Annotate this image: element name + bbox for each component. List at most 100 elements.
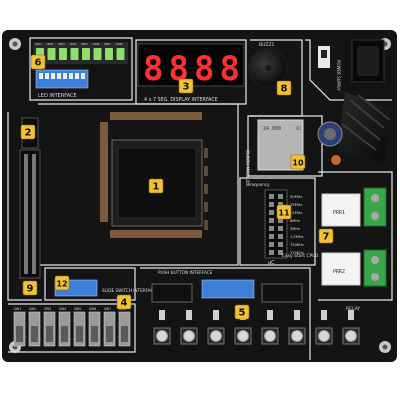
callout-number: 1 [153,182,160,193]
clock-select-header[interactable] [264,189,288,259]
push-button-resistor [294,310,300,320]
callout-badge-1 [148,178,164,194]
relay-1: PRR1 [321,193,361,227]
clock-frequency-label: 50MHz [290,195,302,199]
clock-frequency-label: 25MHz [290,203,302,207]
display-interface-label: 4 x 7 SEG. DISPLAY INTERFACE [144,97,218,103]
callout-number: 3 [183,82,190,93]
led-2 [47,48,56,60]
clock-pin [269,210,274,215]
led-dip-switch[interactable] [35,69,89,89]
slide-switch-label: SW1 [14,307,21,311]
led-interface-label: LED INTERFACE [38,93,77,99]
push-button[interactable] [264,330,276,342]
slide-switch-lever [46,326,53,342]
push-button-resistor [159,310,165,320]
push-button-resistor [267,310,273,320]
slide-switch-label: SW2 [29,307,36,311]
callout-number: 10 [292,159,304,168]
product-label: Easy Start CPLD [282,253,319,259]
led-7 [105,48,113,60]
led-label: LED7 [104,42,111,46]
clock-label-group: 50MHz25MHz12MHz6MHz3MHz1.5MHz750KHz375KH… [290,195,304,255]
frequency-label: Frequency [248,182,270,187]
crystal-label: X1 [296,126,302,131]
slide-switch-lever [61,326,68,342]
led-4 [70,48,79,60]
push-button-group [153,310,360,345]
relay-terminal-2[interactable] [363,249,387,287]
slide-switch-label: SLIDE SWITCH INTERFACE [102,288,156,293]
callout-badge-11 [276,204,292,220]
push-button-resistor [213,310,219,320]
relay-label: RELAY [346,306,360,312]
push-button-label: PUSH BUTTON INTERFACE [158,270,213,275]
display-digit: 8 [220,49,240,89]
push-button[interactable] [345,330,357,342]
clock-pin [278,250,283,255]
clock-module-label: CLOCK MODULE [244,150,250,186]
push-button[interactable] [237,330,249,342]
logo-text: µC [268,260,275,266]
push-button[interactable] [291,330,303,342]
led-array [33,42,128,64]
push-button[interactable] [183,330,195,342]
display-digit: 8 [143,49,163,89]
callout-badge-3 [178,78,194,94]
relay-1-marking: PRR1 [333,210,345,216]
buzzer-label: BUZZ1 [259,42,274,48]
callout-number: 4 [121,298,128,309]
callout-badge-12 [54,275,70,291]
clock-pin [269,250,274,255]
callout-badge-6 [30,54,46,70]
crystal-text: 24.000 [263,126,281,132]
callout-number: 9 [27,284,34,295]
callout-number: 8 [281,84,288,95]
led-label: LED4 [70,42,77,46]
slide-switch-label: SW6 [89,307,96,311]
led-label: LED3 [58,42,65,46]
clock-pin-group [269,194,283,255]
clock-pin [278,226,283,231]
push-button-resistor [321,310,327,320]
power-label: POWER SUPPLY [336,60,341,91]
relay-terminal-1[interactable] [363,187,387,227]
slide-switch-lever [76,326,83,342]
slide-switch-label: SW5 [74,307,81,311]
ceramic-capacitor [331,155,341,165]
led-label: LED1 [35,42,42,46]
led-5 [82,48,90,60]
relay-2-marking: PRR2 [333,269,345,275]
clock-pin [278,218,283,223]
callout-badge-9 [22,280,38,296]
push-button[interactable] [156,330,168,342]
heatsink [338,92,392,162]
left-pin-header[interactable] [19,149,41,279]
led-6 [93,48,102,60]
callout-number: 7 [323,232,330,243]
section-outlines [7,37,393,360]
callout-badge-10 [290,154,306,170]
clock-pin [278,242,283,247]
slide-switch-group: SW1SW2SW3SW4SW5SW6SW7SW8 [13,307,131,347]
slide-switch-lever [31,326,38,342]
pin-row-left [100,122,108,222]
slide-switch-label: SW3 [44,307,51,311]
push-button[interactable] [210,330,222,342]
clock-frequency-label: 6MHz [290,219,300,223]
push-button[interactable] [318,330,330,342]
callout-badge-4 [116,294,132,310]
callout-number: 5 [239,308,246,319]
clock-frequency-label: 1.5MHz [290,235,304,239]
relay-2: PRR2 [321,252,361,286]
callout-number: 11 [278,209,290,218]
push-dip-switch[interactable] [201,279,255,299]
ic-chip-left [151,283,193,303]
slide-switch-lever [121,326,128,342]
slide-switch-lever [91,326,98,342]
clock-pin [278,234,283,239]
clock-pin [269,226,274,231]
resistor-column [204,148,208,230]
